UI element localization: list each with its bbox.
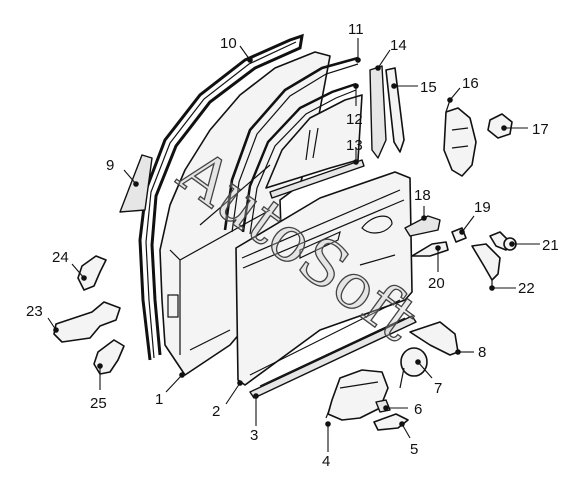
- callout-13: 13: [346, 137, 363, 154]
- part-13-belt-strip: [269, 159, 365, 199]
- callout-23: 23: [26, 303, 43, 320]
- part-7-mirror-motor: [399, 347, 428, 389]
- callout-17: 17: [532, 121, 549, 138]
- callout-7: 7: [434, 380, 442, 397]
- leader-lines: [47, 38, 540, 452]
- callout-8: 8: [478, 344, 486, 361]
- callout-12: 12: [346, 111, 363, 128]
- part-14-pillar-cover: [369, 65, 387, 159]
- callout-labels: 1 2 3 4 5 6 7 8 9 10 11 12 13 14 15 16 1…: [26, 21, 559, 470]
- callout-20: 20: [428, 275, 445, 292]
- part-3-lower-strip: [249, 315, 417, 399]
- part-17-striker: [487, 113, 513, 139]
- callout-25: 25: [90, 395, 107, 412]
- callout-10: 10: [220, 35, 237, 52]
- callout-14: 14: [390, 37, 407, 54]
- callout-21: 21: [542, 237, 559, 254]
- callout-11: 11: [348, 21, 364, 38]
- callout-5: 5: [410, 441, 418, 458]
- part-11-glass-run: [223, 56, 359, 233]
- part-16-door-latch: [443, 99, 477, 177]
- callout-6: 6: [414, 401, 422, 418]
- part-21-lock-cylinder: [489, 231, 517, 251]
- part-22-rod-assembly: [471, 243, 501, 290]
- callout-22: 22: [518, 280, 535, 297]
- callout-2: 2: [212, 403, 220, 420]
- window-glass: [265, 94, 363, 189]
- part-25-lower-hinge: [93, 339, 125, 375]
- callout-1: 1: [155, 391, 163, 408]
- part-15-pillar-molding: [385, 67, 405, 153]
- part-4-mirror-housing: [325, 369, 389, 421]
- callout-3: 3: [250, 427, 258, 444]
- callout-9: 9: [106, 157, 114, 174]
- part-20-inner-handle: [411, 241, 449, 257]
- part-24-upper-hinge: [77, 255, 107, 291]
- callout-16: 16: [462, 75, 479, 92]
- callout-24: 24: [52, 249, 69, 266]
- part-23-check-link: [53, 301, 121, 343]
- callout-18: 18: [414, 187, 431, 204]
- callout-19: 19: [474, 199, 491, 216]
- part-12-glass-run-inner: [241, 82, 357, 235]
- callout-15: 15: [420, 79, 437, 96]
- callout-4: 4: [322, 453, 330, 470]
